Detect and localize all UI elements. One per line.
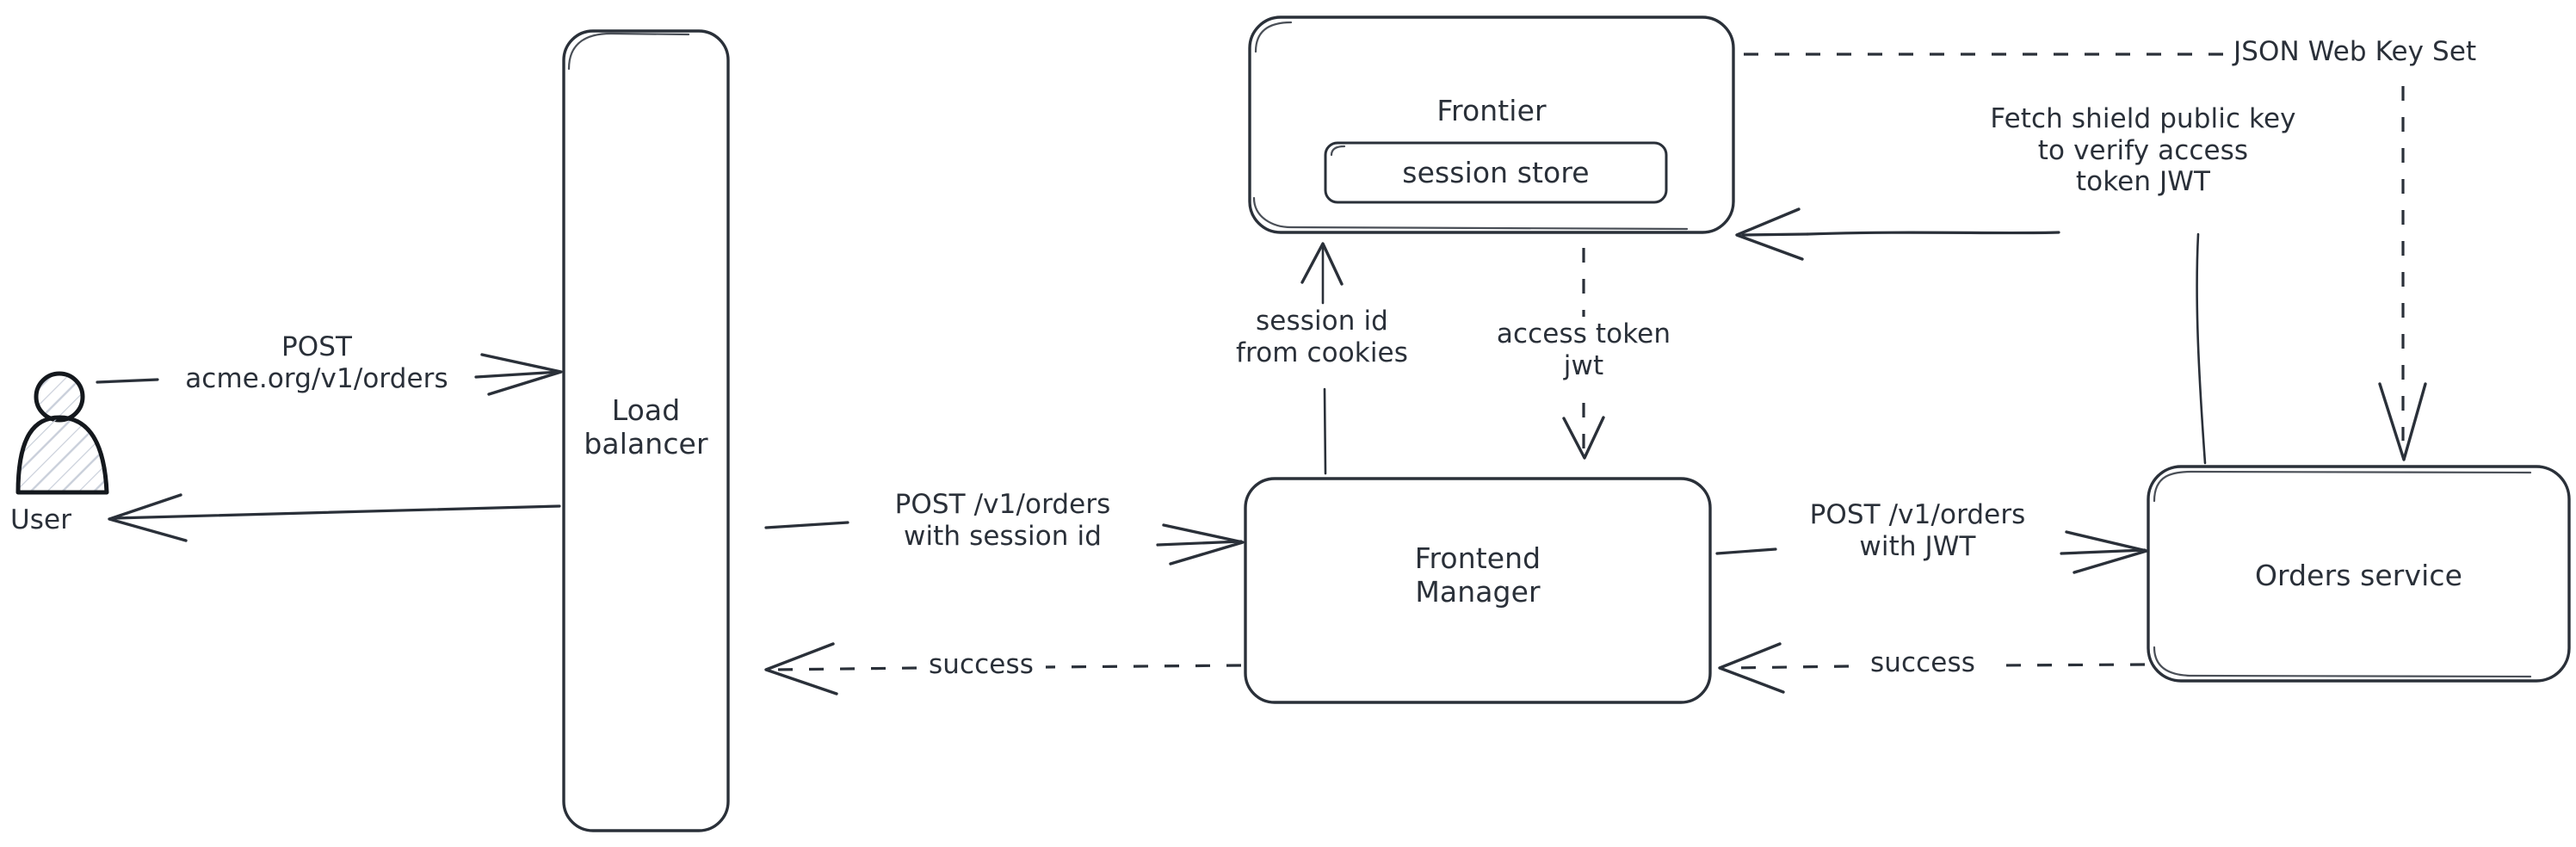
session-store-label: session store: [1402, 156, 1590, 189]
frontend-manager-label-line1: Frontend: [1414, 541, 1541, 575]
orders-service-label: Orders service: [2254, 559, 2463, 592]
load-balancer-shape[interactable]: [562, 29, 730, 832]
edge-label-orders-service-to-frontend-manager-success: success: [1870, 647, 1975, 678]
edge-label-fm-orders-line1: POST /v1/orders: [1809, 499, 2026, 530]
edge-frontend-manager-to-orders-service-line: [1715, 530, 2148, 574]
user-actor-label: User: [10, 504, 72, 535]
edge-label-user-lb-line2: acme.org/v1/orders: [185, 362, 448, 394]
edge-label-fm-frontier-line2: from cookies: [1236, 337, 1408, 368]
frontier-label: Frontier: [1436, 94, 1547, 127]
edge-label-fm-orders-line2: with JWT: [1859, 530, 1976, 562]
edge-orders-service-to-frontend-manager-success-line: [1718, 642, 2146, 694]
frontend-manager-shape[interactable]: [1244, 477, 1712, 704]
edge-label-user-lb-line1: POST: [281, 331, 353, 362]
load-balancer-label-line1: Load: [611, 393, 681, 427]
edge-frontend-manager-to-load-balancer-success-line: [764, 642, 1242, 696]
edge-label-frontend-manager-to-load-balancer-success: success: [929, 649, 1034, 680]
edge-orders-service-to-frontier-fetch-key-line: [1735, 207, 2207, 465]
load-balancer-label-line2: balancer: [584, 426, 708, 461]
edge-load-balancer-to-user-line: [108, 493, 561, 542]
edge-label-fetch-line2: to verify access: [2037, 134, 2249, 166]
frontier-shape[interactable]: [1248, 15, 1735, 234]
edge-label-lb-fm-line2: with session id: [903, 520, 1103, 552]
edge-load-balancer-to-frontend-manager-line: [764, 521, 1245, 566]
person-icon: [15, 371, 109, 495]
edge-label-lb-fm-line1: POST /v1/orders: [894, 489, 1111, 520]
frontend-manager-label-line2: Manager: [1415, 574, 1541, 609]
orders-service-shape[interactable]: [2147, 465, 2571, 683]
edge-label-fm-frontier-line1: session id: [1256, 306, 1388, 337]
edge-frontier-to-frontend-manager-line: [1562, 248, 1605, 460]
edge-label-frontier-fm-line1: access token: [1496, 318, 1671, 349]
edge-label-fetch-line3: token JWT: [2075, 166, 2211, 198]
edge-frontier-to-orders-service-jwks-line: [1744, 53, 2427, 461]
edge-label-fetch-line1: Fetch shield public key: [1990, 103, 2296, 134]
edge-user-to-load-balancer-line: [96, 353, 563, 396]
edge-label-frontier-to-orders-service-jwks: JSON Web Key Set: [2233, 36, 2477, 67]
edge-frontend-manager-to-frontier-line: [1300, 242, 1344, 475]
edge-label-frontier-fm-line2: jwt: [1563, 349, 1604, 381]
